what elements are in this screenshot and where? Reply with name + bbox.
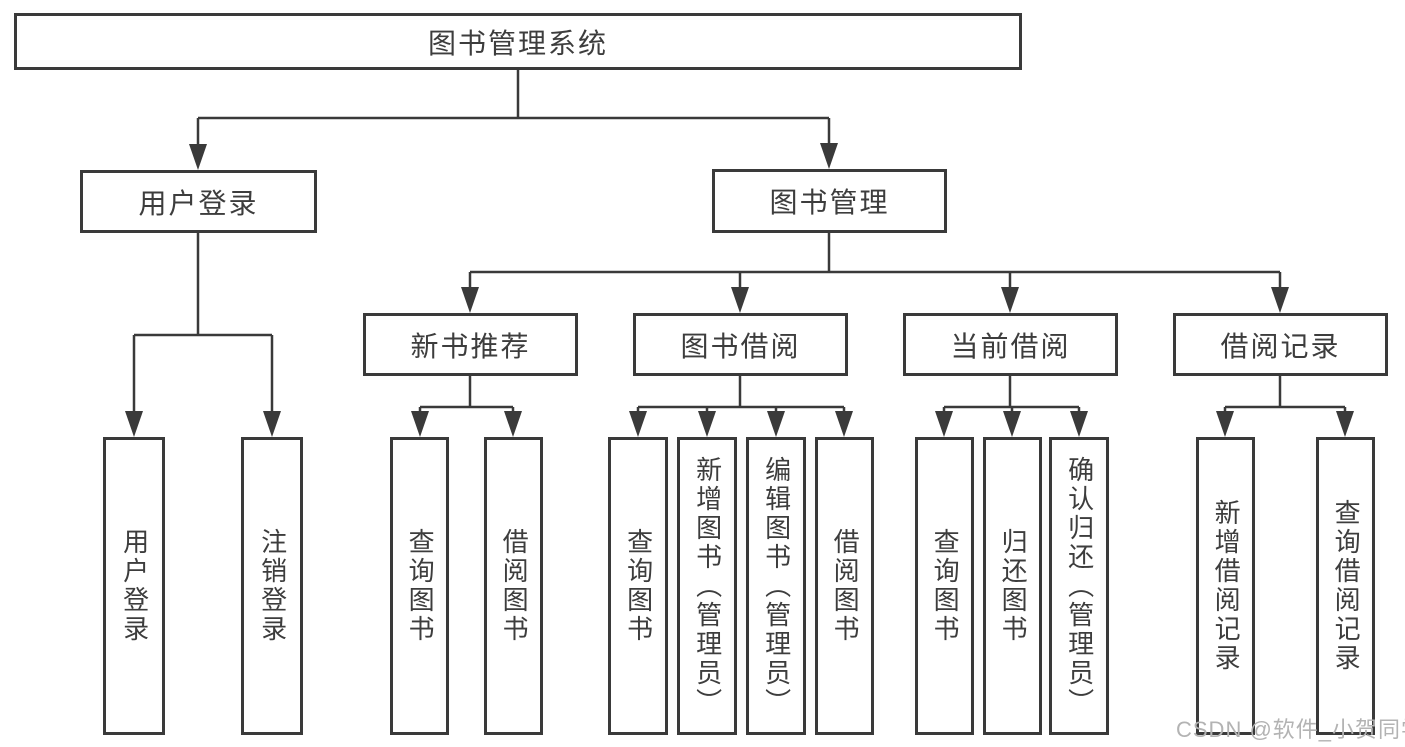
leaf-return-books: 归还图书 — [983, 437, 1042, 735]
leaf-query-books-3: 查询图书 — [915, 437, 974, 735]
leaf-query-books-2: 查询图书 — [608, 437, 668, 735]
connector-book-management — [461, 233, 1289, 313]
leaf-user-login: 用户登录 — [103, 437, 165, 735]
leaf-borrow-books-2: 借阅图书 — [815, 437, 874, 735]
leaf-edit-books-admin: 编辑图书（管理员） — [746, 437, 806, 735]
leaf-logout: 注销登录 — [241, 437, 303, 735]
leaf-add-borrow-record: 新增借阅记录 — [1196, 437, 1255, 735]
connector-current-borrowing — [935, 376, 1088, 437]
node-book-borrowing: 图书借阅 — [633, 313, 848, 376]
node-new-book-recommend: 新书推荐 — [363, 313, 578, 376]
leaf-query-books-1: 查询图书 — [390, 437, 449, 735]
leaf-add-books-admin: 新增图书（管理员） — [677, 437, 737, 735]
leaf-confirm-return-admin: 确认归还（管理员） — [1049, 437, 1109, 735]
connector-root — [189, 69, 838, 170]
leaf-query-borrow-record: 查询借阅记录 — [1316, 437, 1375, 735]
node-borrowing-records: 借阅记录 — [1173, 313, 1388, 376]
connector-borrowing-records — [1216, 376, 1354, 437]
connector-user-login — [125, 233, 281, 437]
connector-book-borrowing — [629, 376, 853, 437]
node-library-management-system: 图书管理系统 — [14, 13, 1022, 70]
node-book-management: 图书管理 — [712, 169, 947, 233]
leaf-borrow-books-1: 借阅图书 — [484, 437, 543, 735]
csdn-watermark: CSDN @软件_小贺同学 — [1176, 717, 1405, 742]
node-user-login: 用户登录 — [80, 170, 317, 233]
connector-new-book-recommend — [411, 376, 522, 437]
node-current-borrowing: 当前借阅 — [903, 313, 1118, 376]
